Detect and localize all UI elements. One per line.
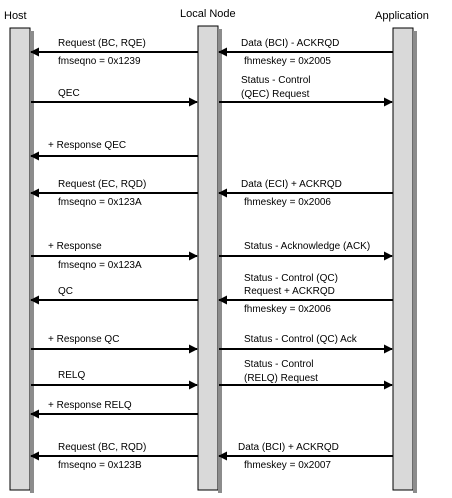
- host-lifeline-bar: [9, 27, 31, 491]
- message-sublabel: (RELQ) Request: [244, 373, 318, 384]
- message-status-acknowledge: Status - Acknowledge (ACK): [219, 241, 393, 261]
- message-status-control-qc-ack: Status - Control (QC) Ack: [219, 334, 393, 354]
- message-label: Status - Control: [244, 359, 313, 370]
- host-header: Host: [4, 10, 27, 22]
- message-request-bc-rqd: Request (BC, RQD) fmseqno = 0x123B: [30, 442, 198, 471]
- message-sublabel: fmseqno = 0x123A: [58, 197, 142, 208]
- application-header: Application: [375, 10, 429, 22]
- message-label: QEC: [58, 88, 80, 99]
- local-node-header: Local Node: [180, 8, 236, 20]
- message-qc: QC: [30, 286, 198, 305]
- message-status-control-qec-request: Status - Control (QEC) Request: [219, 75, 393, 107]
- message-label: Data (ECI) + ACKRQD: [241, 179, 342, 190]
- message-sublabel: fhmeskey = 0x2006: [244, 197, 331, 208]
- message-sublabel: fmseqno = 0x123B: [58, 460, 142, 471]
- application-lifeline-shade: [413, 31, 417, 493]
- message-request-bc-rqe: Request (BC, RQE) fmseqno = 0x1239: [30, 38, 198, 67]
- message-sublabel: fhmeskey = 0x2007: [244, 460, 331, 471]
- host-lifeline-shade: [30, 31, 34, 493]
- message-sublabel: (QEC) Request: [241, 89, 310, 100]
- message-label: Status - Control (QC): [244, 273, 338, 284]
- message-data-eci-ackrqd: Data (ECI) + ACKRQD fhmeskey = 0x2006: [218, 179, 393, 208]
- message-label: RELQ: [58, 370, 85, 381]
- message-label: + Response RELQ: [48, 400, 132, 411]
- message-data-bci-plus-ackrqd: Data (BCI) + ACKRQD fhmeskey = 0x2007: [218, 442, 393, 471]
- message-qec: QEC: [31, 88, 198, 107]
- message-sublabel: fhmeskey = 0x2005: [244, 56, 331, 67]
- message-label: Status - Acknowledge (ACK): [244, 241, 370, 252]
- message-label: Data (BCI) - ACKRQD: [241, 38, 339, 49]
- application-lifeline-bar: [392, 27, 414, 491]
- local-node-lifeline-bar: [197, 25, 219, 491]
- message-response: + Response fmseqno = 0x123A: [31, 241, 198, 271]
- message-label: Request (BC, RQD): [58, 442, 146, 453]
- message-response-qc: + Response QC: [31, 334, 198, 354]
- message-label-line2: Request + ACKRQD: [244, 286, 335, 297]
- host-lifeline: [9, 27, 34, 493]
- message-sublabel: fmseqno = 0x1239: [58, 56, 141, 67]
- message-request-ec-rqd: Request (EC, RQD) fmseqno = 0x123A: [30, 179, 198, 208]
- message-sublabel: fmseqno = 0x123A: [58, 260, 142, 271]
- message-label: Request (EC, RQD): [58, 179, 146, 190]
- message-response-relq: + Response RELQ: [30, 400, 198, 419]
- message-label: + Response QC: [48, 334, 119, 345]
- message-label: Data (BCI) + ACKRQD: [238, 442, 339, 453]
- message-data-bci-ackrqd: Data (BCI) - ACKRQD fhmeskey = 0x2005: [218, 38, 393, 67]
- message-sublabel: fhmeskey = 0x2006: [244, 304, 331, 315]
- message-label: Request (BC, RQE): [58, 38, 146, 49]
- message-status-control-relq-request: Status - Control (RELQ) Request: [219, 359, 393, 390]
- local-node-lifeline: [197, 25, 222, 493]
- message-label: QC: [58, 286, 73, 297]
- message-label: Status - Control: [241, 75, 310, 86]
- local-node-lifeline-shade: [218, 29, 222, 493]
- message-status-control-qc-request: Status - Control (QC) Request + ACKRQD f…: [218, 273, 393, 315]
- message-label: + Response: [48, 241, 102, 252]
- message-relq: RELQ: [31, 370, 198, 390]
- application-lifeline: [392, 27, 417, 493]
- message-response-qec: + Response QEC: [30, 140, 198, 161]
- message-label: + Response QEC: [48, 140, 126, 151]
- message-label: Status - Control (QC) Ack: [244, 334, 358, 345]
